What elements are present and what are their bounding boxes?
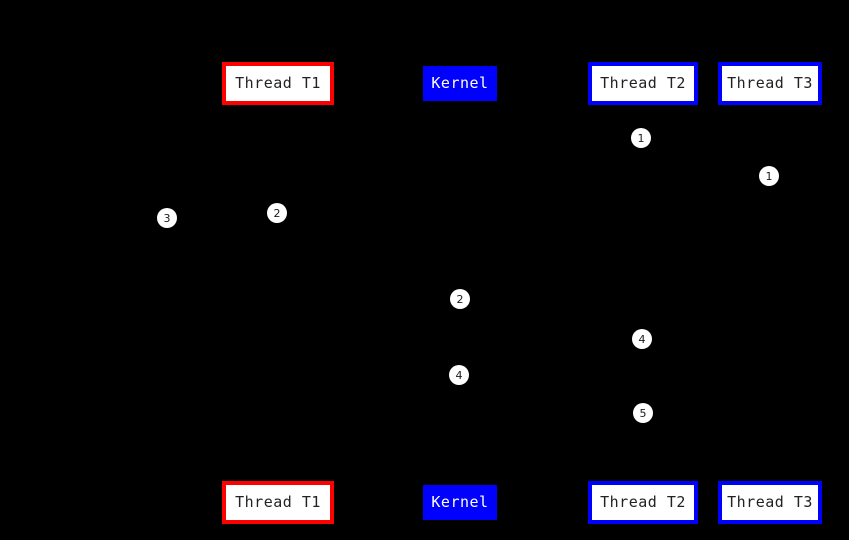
participant-label-thread-t3-top: Thread T3 — [727, 74, 813, 92]
message-arrowhead-3 — [167, 228, 174, 236]
message-arrow-2 — [460, 190, 770, 191]
step-badge-number: 2 — [273, 206, 281, 220]
participant-thread-t1-top[interactable]: Thread T1 — [222, 62, 334, 105]
message-arrow-5 — [460, 353, 642, 354]
step-badge-number: 2 — [456, 292, 464, 306]
step-badge: 1 — [631, 128, 651, 148]
step-badge: 4 — [449, 365, 469, 385]
message-arrow-1 — [460, 152, 642, 153]
participant-label-thread-t2-top: Thread T2 — [600, 74, 686, 92]
step-badge-number: 4 — [638, 332, 646, 346]
participant-label-kernel-top: Kernel — [431, 74, 489, 92]
message-arrowhead-4 — [277, 309, 284, 317]
participant-label-thread-t2-bottom: Thread T2 — [600, 493, 686, 511]
step-badge-number: 1 — [765, 169, 773, 183]
lifeline-thread-t1 — [277, 105, 278, 481]
lifeline-stub-kernel — [456, 99, 464, 104]
message-arrowhead-5 — [635, 349, 642, 357]
participant-thread-t3-bottom[interactable]: Thread T3 — [718, 481, 822, 524]
step-badge: 2 — [267, 203, 287, 223]
message-arrowhead-2 — [460, 186, 467, 194]
message-arrow-6 — [460, 427, 642, 428]
step-badge-number: 4 — [455, 368, 463, 382]
lifeline-stub-thread-t2 — [638, 103, 646, 108]
lifeline-stub-thread-t3 — [766, 103, 774, 108]
participant-kernel-top[interactable]: Kernel — [423, 66, 497, 101]
step-badge: 4 — [632, 329, 652, 349]
participant-thread-t2-top[interactable]: Thread T2 — [588, 62, 698, 105]
message-arrow-4 — [277, 313, 460, 314]
lifeline-thread-t2 — [642, 105, 643, 481]
step-badge-number: 3 — [163, 211, 171, 225]
message-arrow-3 — [167, 232, 277, 233]
lifeline-stub-thread-t1 — [273, 103, 281, 108]
step-badge: 1 — [759, 166, 779, 186]
step-badge-number: 1 — [637, 131, 645, 145]
message-arrowhead-1 — [460, 148, 467, 156]
participant-label-kernel-bottom: Kernel — [431, 493, 489, 511]
lifeline-thread-t3 — [770, 105, 771, 481]
participant-label-thread-t3-bottom: Thread T3 — [727, 493, 813, 511]
participant-label-thread-t1-top: Thread T1 — [235, 74, 321, 92]
participant-thread-t1-bottom[interactable]: Thread T1 — [222, 481, 334, 524]
participant-thread-t3-top[interactable]: Thread T3 — [718, 62, 822, 105]
message-arrowhead-6 — [635, 423, 642, 431]
step-badge: 2 — [450, 289, 470, 309]
step-badge: 3 — [157, 208, 177, 228]
participant-kernel-bottom[interactable]: Kernel — [423, 485, 497, 520]
step-badge: 5 — [633, 403, 653, 423]
step-badge-number: 5 — [639, 406, 647, 420]
participant-label-thread-t1-bottom: Thread T1 — [235, 493, 321, 511]
participant-thread-t2-bottom[interactable]: Thread T2 — [588, 481, 698, 524]
